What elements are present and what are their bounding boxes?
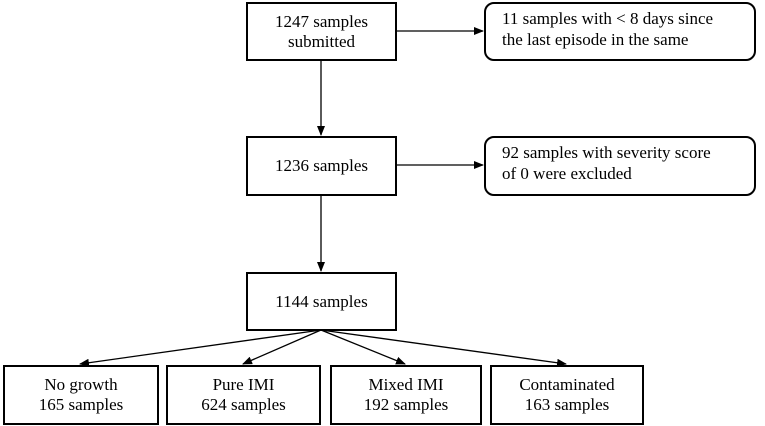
- outcome-label: Contaminated: [519, 375, 615, 394]
- box-text: submitted: [287, 31, 356, 51]
- outcome-label: No growth: [44, 375, 118, 394]
- note-text: 11 samples with < 8 days since: [502, 9, 714, 28]
- note-text: 92 samples with severity score: [502, 143, 711, 162]
- box-text: 1236 samples: [274, 156, 369, 175]
- box-submitted: 1247 samples submitted: [246, 2, 397, 61]
- box-1236-samples: 1236 samples: [246, 136, 397, 196]
- outcome-count: 624 samples: [201, 395, 286, 414]
- outcome-no-growth: No growth 165 samples: [3, 365, 159, 425]
- outcome-pure-imi: Pure IMI 624 samples: [166, 365, 321, 425]
- outcome-label: Pure IMI: [212, 375, 275, 394]
- outcome-count: 163 samples: [524, 395, 610, 414]
- arrow-to-mixed-imi: [320, 329, 406, 365]
- outcome-count: 165 samples: [38, 395, 124, 414]
- exclusion-box-2: 92 samples with severity score of 0 were…: [484, 136, 756, 196]
- outcome-count: 192 samples: [363, 395, 449, 414]
- box-text: 1247 samples: [274, 11, 369, 31]
- outcome-contaminated: Contaminated 163 samples: [490, 365, 644, 425]
- outcome-mixed-imi: Mixed IMI 192 samples: [330, 365, 482, 425]
- note-text: the last episode in the same: [502, 30, 689, 49]
- arrow-to-contaminated: [320, 329, 567, 367]
- note-text: of 0 were excluded: [502, 164, 632, 183]
- outcome-label: Mixed IMI: [368, 375, 444, 394]
- arrow-to-pure-imi: [242, 329, 322, 365]
- box-1144-samples: 1144 samples: [246, 272, 397, 331]
- box-text: 1144 samples: [275, 291, 368, 311]
- exclusion-box-1: 11 samples with < 8 days since the last …: [484, 2, 756, 61]
- arrow-to-no-growth: [79, 329, 322, 367]
